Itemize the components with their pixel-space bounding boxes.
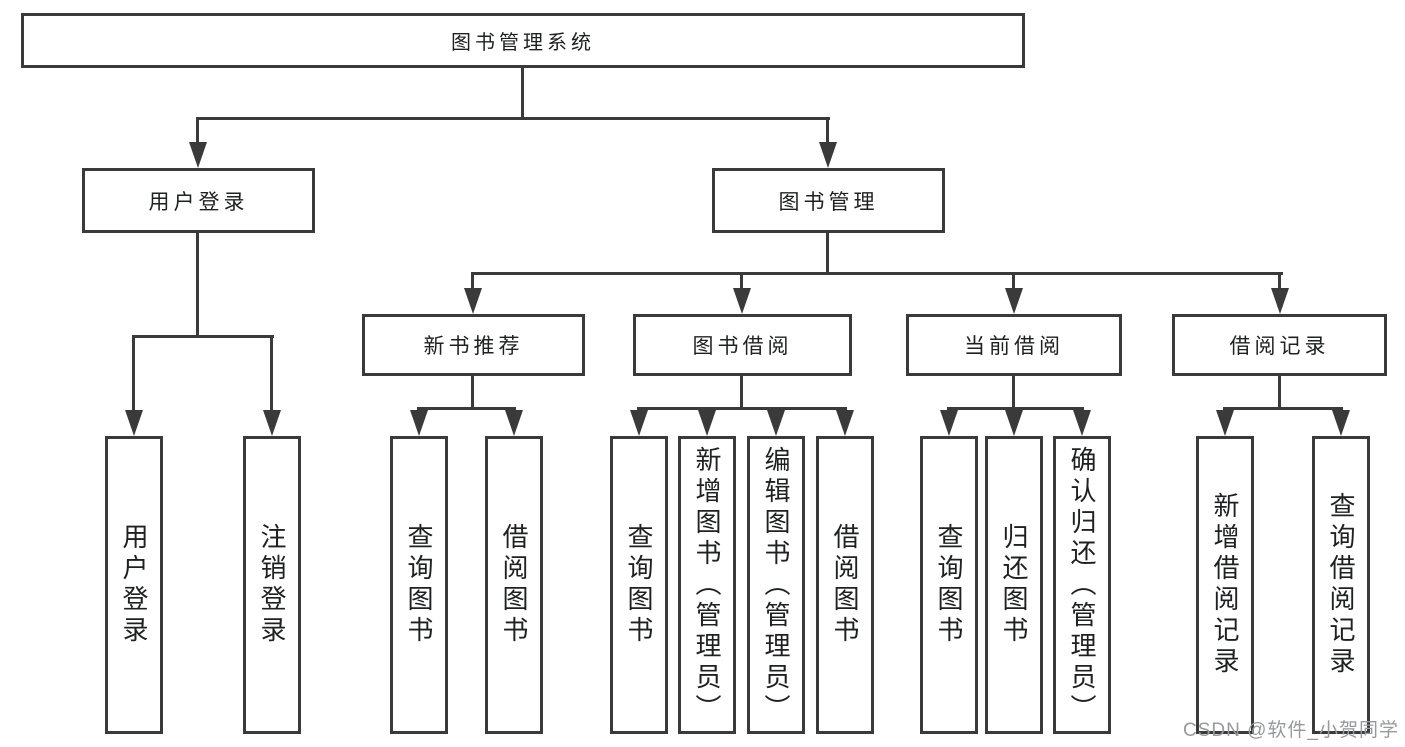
leaf-borrowing-borrow-book: 借阅图书	[816, 436, 874, 734]
arrow-borrowing-query-book	[630, 410, 648, 436]
node-user-login: 用户登录	[82, 168, 315, 233]
arrow-current-query-book	[940, 410, 958, 436]
connector-current-rail	[947, 407, 1084, 410]
connector-drop-book-management	[826, 117, 829, 145]
arrow-current-return-book	[1005, 410, 1023, 436]
leaf-borrowing-query-book: 查询图书	[610, 436, 668, 734]
arrow-book-borrowing	[733, 288, 751, 314]
leaf-recommend-borrow-book: 借阅图书	[485, 436, 543, 734]
connector-root-stem	[521, 68, 524, 120]
arrow-current-confirm-return	[1073, 410, 1091, 436]
connector-user-login-rail	[132, 335, 274, 338]
leaf-recommend-query-book: 查询图书	[390, 436, 448, 734]
connector-drop-current-borrowing	[1012, 272, 1015, 290]
connector-book-management-stem	[826, 233, 829, 275]
arrow-borrowing-records	[1271, 288, 1289, 314]
csdn-watermark: CSDN @软件_小贺同学	[1183, 720, 1399, 741]
connector-borrowing-stem	[740, 376, 743, 410]
node-new-book-recommend: 新书推荐	[362, 314, 585, 376]
leaf-logout: 注销登录	[243, 436, 301, 734]
node-borrowing-records: 借阅记录	[1172, 314, 1387, 376]
connector-user-login-stem	[196, 233, 199, 338]
arrow-current-borrowing	[1005, 288, 1023, 314]
leaf-borrowing-edit-book-admin: 编辑图书（管理员）	[747, 436, 805, 734]
leaf-records-query-record: 查询借阅记录	[1312, 436, 1370, 734]
arrow-book-management	[819, 142, 837, 168]
leaf-user-login: 用户登录	[105, 436, 163, 734]
node-book-borrowing: 图书借阅	[633, 314, 852, 376]
arrow-recommend-borrow-book	[505, 410, 523, 436]
connector-drop-leaf-user-login	[132, 335, 135, 412]
connector-recommend-rail	[417, 407, 516, 410]
arrow-leaf-logout	[263, 410, 281, 436]
connector-drop-user-login	[196, 117, 199, 145]
node-library-management-system: 图书管理系统	[21, 13, 1025, 68]
leaf-borrowing-add-book-admin: 新增图书（管理员）	[678, 436, 736, 734]
connector-borrowing-rail	[637, 407, 847, 410]
arrow-recommend-query-book	[410, 410, 428, 436]
arrow-leaf-user-login	[125, 410, 143, 436]
connector-drop-book-borrowing	[740, 272, 743, 290]
arrow-user-login	[189, 142, 207, 168]
leaf-current-return-book: 归还图书	[985, 436, 1043, 734]
leaf-current-confirm-return-admin: 确认归还（管理员）	[1053, 436, 1111, 734]
node-book-management: 图书管理	[712, 168, 945, 233]
connector-current-stem	[1012, 376, 1015, 410]
connector-records-rail	[1223, 407, 1343, 410]
connector-book-management-rail	[471, 272, 1283, 275]
leaf-current-query-book: 查询图书	[920, 436, 978, 734]
connector-root-rail	[196, 117, 830, 120]
connector-drop-borrowing-records	[1278, 272, 1281, 290]
connector-recommend-stem	[471, 376, 474, 410]
arrow-borrowing-add-book	[698, 410, 716, 436]
node-current-borrowing: 当前借阅	[906, 314, 1122, 376]
connector-drop-new-book-recommend	[471, 272, 474, 290]
arrow-borrowing-edit-book	[767, 410, 785, 436]
arrow-new-book-recommend	[464, 288, 482, 314]
connector-drop-leaf-logout	[270, 335, 273, 412]
leaf-records-add-record: 新增借阅记录	[1196, 436, 1254, 734]
arrow-records-query-record	[1332, 410, 1350, 436]
arrow-records-add-record	[1216, 410, 1234, 436]
connector-records-stem	[1278, 376, 1281, 410]
arrow-borrowing-borrow-book	[836, 410, 854, 436]
